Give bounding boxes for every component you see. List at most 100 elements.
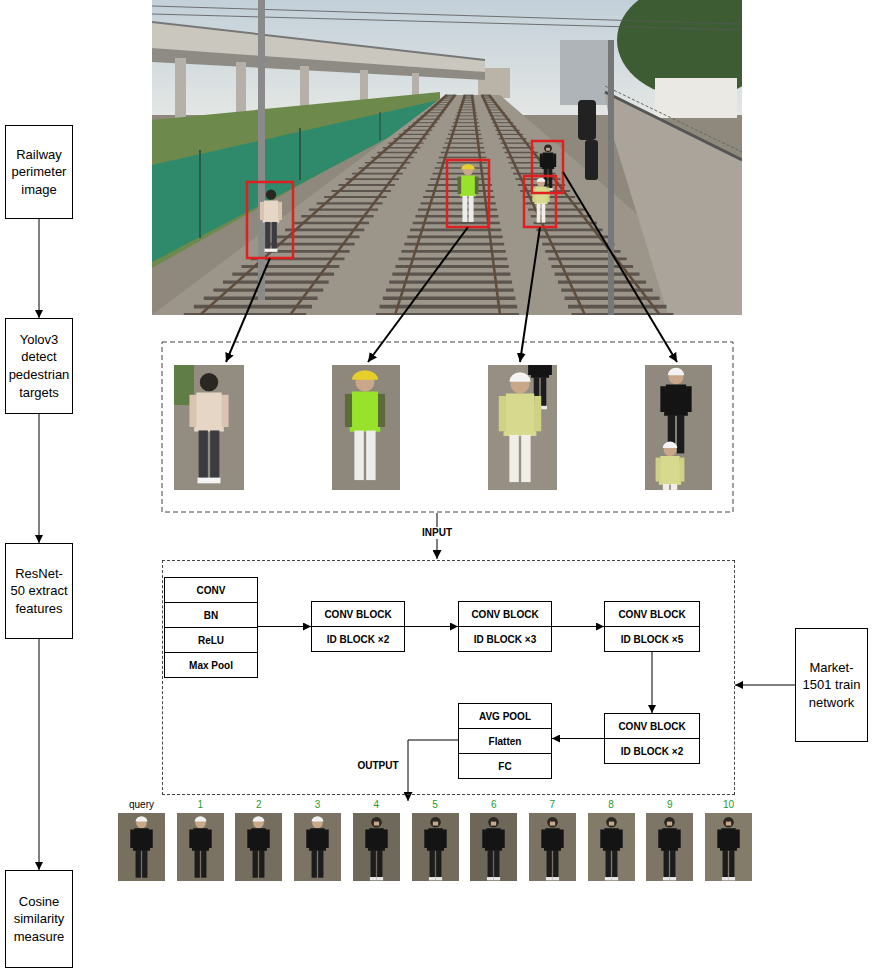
flow-arrow (39, 219, 40, 318)
process-box: Market-1501 train network (795, 628, 868, 742)
node-text: CONV BLOCK (471, 609, 538, 620)
pedestrian-crop (645, 365, 712, 490)
ranked-image (424, 817, 446, 880)
rail-sleepers (395, 265, 508, 268)
node-text: Flatten (489, 736, 522, 747)
ranked-image (658, 817, 680, 880)
layer-stack: CONV BN ReLU Max Pool (164, 577, 258, 678)
pedestrian-crop (345, 370, 385, 480)
pedestrian-crop (332, 365, 400, 490)
node-text: ReLU (198, 635, 224, 646)
railway-photo (152, 22, 485, 60)
pole (608, 40, 614, 315)
railway-photo (605, 86, 742, 152)
layer-cell: Flatten (458, 728, 552, 754)
process-box: Railway perimeter image (5, 125, 73, 219)
pedestrian-crop (174, 365, 244, 490)
pedestrian-crop (660, 368, 691, 454)
flow-arrow (39, 639, 40, 870)
node-text: Market-1501 train network (798, 659, 865, 712)
ranked-image (600, 817, 622, 880)
node-text: ID BLOCK ×2 (621, 746, 684, 757)
pointer-arrow (226, 258, 270, 362)
rails (395, 95, 465, 315)
rail-sleepers (410, 229, 501, 232)
crop-frame (162, 342, 733, 512)
ranked-image (130, 816, 152, 877)
overhead-wires (152, 6, 742, 24)
signal (578, 100, 596, 140)
detection-box (524, 176, 556, 227)
pointer-arrow (226, 172, 677, 362)
rail-sleepers (407, 236, 503, 239)
pedestrian-crop (488, 365, 557, 490)
layer-stack: AVG POOLFlattenFC (458, 703, 552, 779)
crop-frame (162, 342, 733, 512)
flow-arrow (735, 685, 795, 686)
rails (200, 95, 447, 315)
node-text: Max Pool (189, 660, 233, 671)
flow-arrow (405, 626, 458, 627)
rail-sleepers (376, 313, 519, 315)
rail-sleepers (398, 257, 507, 260)
detection-box (447, 160, 489, 227)
railway-photo (379, 112, 381, 140)
pointer-arrow (368, 227, 468, 362)
node-text: AVG POOL (479, 711, 531, 722)
node-text: Railway perimeter image (8, 146, 70, 199)
rails (489, 95, 660, 315)
pointer-arrow (563, 172, 677, 362)
ranked-image (529, 813, 576, 881)
ranked-image (118, 813, 752, 881)
layer-cell: CONV BLOCK (311, 601, 405, 627)
railway-photo (605, 92, 742, 160)
layer-cell: BN (164, 602, 258, 628)
layer-cell: CONV (164, 577, 258, 603)
rank-label: 7 (550, 799, 556, 811)
process-box: Cosine similarity measure (5, 870, 73, 968)
node-text: ID BLOCK ×3 (474, 634, 537, 645)
node-text: CONV (197, 585, 226, 596)
ranked-image (365, 817, 387, 880)
rail-sleepers (389, 280, 512, 283)
network-frame: CONV BN ReLU Max Pool CONV BLOCK ID BLOCK ×2 C… (162, 560, 735, 795)
rank-label: 8 (608, 799, 614, 811)
layer-cell: AVG POOL (458, 703, 552, 729)
layer-stack: CONV BLOCK ID BLOCK ×2 (311, 601, 405, 652)
node-text: ID BLOCK ×2 (327, 634, 390, 645)
ranked-image (482, 817, 504, 880)
ranked-image (412, 813, 459, 881)
ranked-image (541, 817, 563, 880)
ranked-image (306, 816, 328, 877)
pedestrian-crop (189, 373, 228, 483)
layer-cell: ID BLOCK ×2 (604, 738, 700, 764)
rank-label: 3 (315, 799, 321, 811)
rail-sleepers (401, 250, 505, 253)
ranked-image (470, 813, 517, 881)
rail-sleepers (386, 288, 514, 291)
flow-arrow (552, 738, 604, 739)
node-text: Cosine similarity measure (8, 893, 70, 946)
pointer-arrow (520, 227, 540, 362)
rank-label: 6 (491, 799, 497, 811)
railway-photo (299, 128, 301, 180)
ranked-image (588, 813, 635, 881)
layer-cell: ID BLOCK ×2 (311, 626, 405, 652)
pole (258, 0, 265, 300)
layer-stack: CONV BLOCKID BLOCK ×2 (604, 713, 700, 764)
railway-photo (199, 150, 201, 238)
node-text: ID BLOCK ×5 (621, 634, 684, 645)
layer-stack: CONV BLOCKID BLOCK ×5 (604, 601, 700, 652)
flow-label: INPUT (420, 527, 454, 539)
rail-sleepers (392, 273, 510, 276)
rails (482, 95, 585, 315)
detection-box (247, 141, 563, 258)
pedestrian-crop (174, 342, 712, 516)
overhead-wires (152, 14, 742, 30)
rank-label: query (129, 799, 154, 811)
flow-arrow (39, 414, 40, 543)
overhead-wires (152, 6, 742, 30)
